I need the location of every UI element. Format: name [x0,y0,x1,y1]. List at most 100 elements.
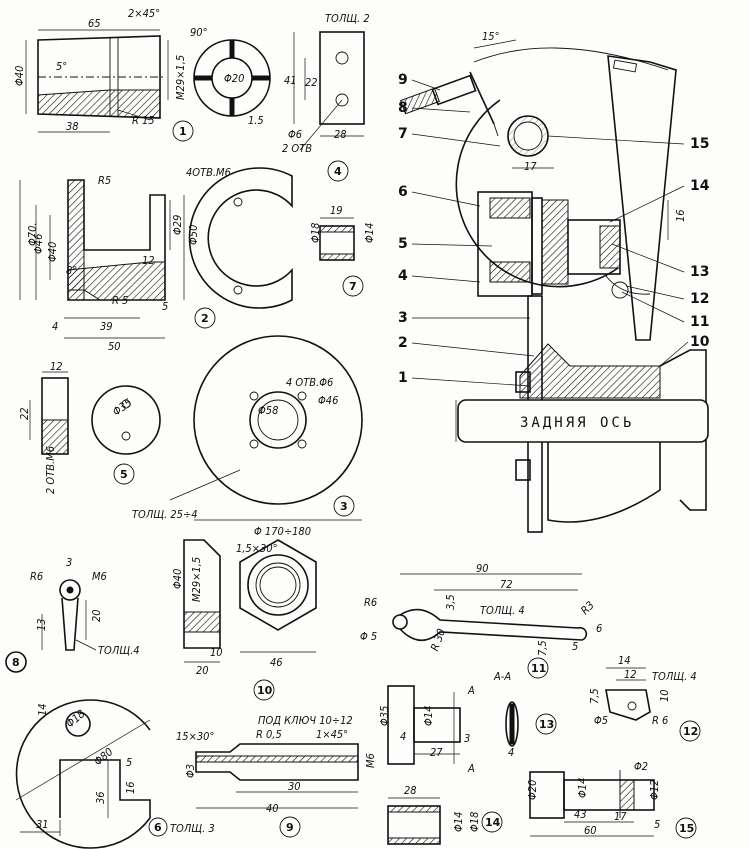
p2-dim-4: 4 [52,320,58,333]
p8-dim-3: 3 [66,556,72,569]
asm-label-9: 9 [398,72,408,88]
asm-dim-17: 17 [524,160,537,173]
part-1-number: 1 [179,125,187,138]
p10-dim-chamfer: 1,5×30° [236,542,278,555]
part-6-number: 6 [154,821,162,834]
p11-dim-7-5: 7,5 [536,640,549,656]
part-10-drawing: 1,5×30° Φ40 M29×1,5 10 20 46 10 [171,539,317,701]
part-12-number: 12 [683,725,698,738]
p12-dim-r6: R 6 [652,714,668,727]
p11-dim-thickness: ТОЛЩ. 4 [480,604,525,617]
p6-dim-14: 14 [36,703,49,716]
asm-label-10: 10 [690,334,710,350]
part-9-number: 9 [286,821,294,834]
p11-dim-72: 72 [500,578,513,591]
p6-dim-31: 31 [36,818,49,831]
p2-dim-5: 5 [162,300,168,313]
part-15-drawing: Φ2 Φ20 Φ14 Φ12 43 17 5 60 15 [526,760,697,839]
p12-dim-dia5: Φ5 [594,714,608,727]
ring-dim-dia20: Φ20 [224,72,244,85]
part-15-number: 15 [679,822,694,835]
part-6-callout [148,817,168,837]
part-13-number: 13 [539,718,554,731]
part-14-drawing: 28 Φ14 Φ18 14 [387,784,503,845]
p11-dim-r30: R 30 [428,627,448,653]
p4-dim-holes: 2 ОТВ [282,142,312,155]
p2-dim-dia70: Φ70. [26,222,39,246]
p13-dim-dia14: Φ14 [422,706,435,726]
p13-dim-dia35: Φ35 [378,706,391,726]
part-10-number: 10 [257,684,273,697]
part-2-number: 2 [201,312,209,325]
part-8-drawing: 3 R6 M6 13 20 ТОЛЩ.4 8 [5,556,140,673]
part-8-callout [5,651,27,673]
p9-dim-40: 40 [266,802,279,815]
part-11-drawing: 90 72 R6 3,5 ТОЛЩ. 4 R3 6 Φ 5 R 30 7,5 5… [360,562,602,679]
asm-label-1: 1 [398,370,408,386]
part-15-callout [675,817,697,839]
part-4-callout [327,160,349,182]
p1-dim-thread: M29×1,5 [174,55,187,100]
p7-dim-19: 19 [330,204,343,217]
p13-section-a-top: A [467,684,475,697]
p8-dim-13: 13 [35,618,48,631]
ring-dim-width: 1.5 [248,114,264,127]
part-13-drawing: A-A A A Φ35 Φ14 4 27 3 4 13 [378,670,557,775]
part-12-drawing: 14 12 ТОЛЩ. 4 7,5 10 Φ5 R 6 12 [588,654,701,742]
p13-dim-4: 4 [400,730,406,743]
p8-dim-r6: R6 [30,570,43,583]
part-11-number: 11 [531,662,546,675]
slotted-ring-drawing: 90° Φ20 1.5 [190,26,271,127]
ring-dim-angle: 90° [190,26,208,39]
asm-label-14: 14 [690,178,710,194]
asm-label-4: 4 [398,268,408,284]
p4-dim-thickness: ТОЛЩ. 2 [325,12,370,25]
part-7-drawing: 19 Φ18 Φ14 7 [309,204,376,297]
p2-dim-dia40: Φ40 [46,242,59,262]
p2-dim-12: 12 [142,254,155,267]
asm-label-15: 15 [690,136,709,152]
p1-dim-length: 65 [88,17,101,30]
part-1-callout [172,120,194,142]
part-5-drawing: 12 22 Φ35 2 ОТВ.М6 5 [18,360,161,494]
p5-dim-12: 12 [50,360,63,373]
p1-dim-dia40: Φ40 [13,66,26,86]
p12-dim-14: 14 [618,654,631,667]
part-9-drawing: 15×30° ПОД КЛЮЧ 10÷12 R 0,5 1×45° Φ3 M6 … [176,714,377,838]
asm-label-2: 2 [398,335,408,351]
assembly-drawing: ЗАДНЯЯ ОСЬ 15° 17 16 9 8 7 6 5 4 3 2 1 1… [398,30,710,533]
part-7-number: 7 [349,280,357,293]
asm-dim-16: 16 [674,209,687,222]
p9-dim-30: 30 [288,780,301,793]
p5-dim-dia35: Φ35 [110,396,134,418]
p13-section-a-bottom: A [467,762,475,775]
p6-dim-36: 36 [94,791,107,804]
axle-label: ЗАДНЯЯ ОСЬ [520,415,634,431]
p8-dim-thickness: ТОЛЩ.4 [98,644,140,657]
part-9-callout [279,816,301,838]
p5-dim-22: 22 [18,407,31,420]
p15-dim-dia2: Φ2 [634,760,648,773]
part-5-callout [113,463,135,485]
p1-dim-38: 38 [66,120,79,133]
p6-dim-dia80: Φ80 [92,745,116,768]
p4-dim-22: 22 [305,76,318,89]
p9-dim-r05: R 0,5 [256,728,282,741]
asm-label-13: 13 [690,264,709,280]
p13-dim-4-section: 4 [508,746,514,759]
p15-dim-60: 60 [584,824,597,837]
p15-dim-dia12: Φ12 [648,780,661,800]
p4-dim-28: 28 [334,128,347,141]
p3-dim-dia46: Φ46 [318,394,338,407]
part-7-callout [342,275,364,297]
p11-dim-3-5: 3,5 [444,594,457,610]
half-ring-dim-holes: 4ОТВ.М6 [186,166,231,179]
p2-dim-r5-bottom: R 5 [112,294,128,307]
part-11-callout [527,657,549,679]
p14-dim-dia18: Φ18 [468,812,481,832]
asm-label-3: 3 [398,310,408,326]
p15-dim-17: 17 [614,810,627,823]
p10-dim-46: 46 [270,656,283,669]
